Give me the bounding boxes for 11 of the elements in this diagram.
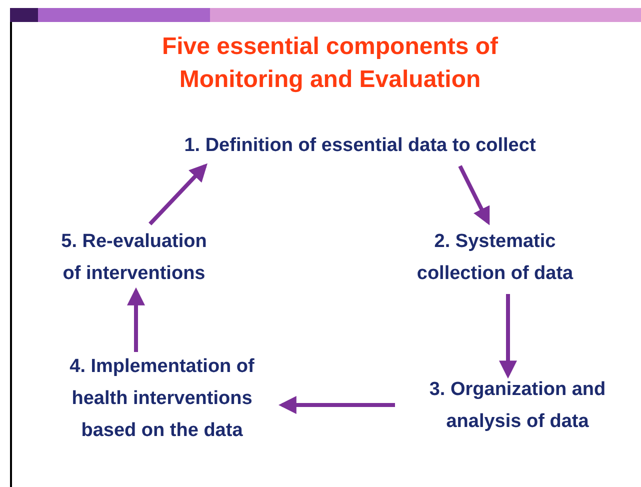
arrow bbox=[499, 294, 517, 379]
step-label: 3. Organization and analysis of data bbox=[428, 378, 607, 434]
step-label: 5. Re-evaluation of interventions bbox=[60, 230, 208, 286]
arrow bbox=[458, 165, 490, 226]
arrow bbox=[127, 287, 145, 352]
arrow bbox=[148, 163, 208, 226]
step-label: 4. Implementation of health interventions based on the data bbox=[68, 354, 256, 442]
step-label: 2. Systematic collection of data bbox=[416, 230, 574, 286]
arrow bbox=[278, 396, 395, 414]
step-label: 1. Definition of essential data to collect bbox=[184, 134, 536, 158]
title: Five essential components of Monitoring and Evaluation bbox=[160, 32, 500, 95]
